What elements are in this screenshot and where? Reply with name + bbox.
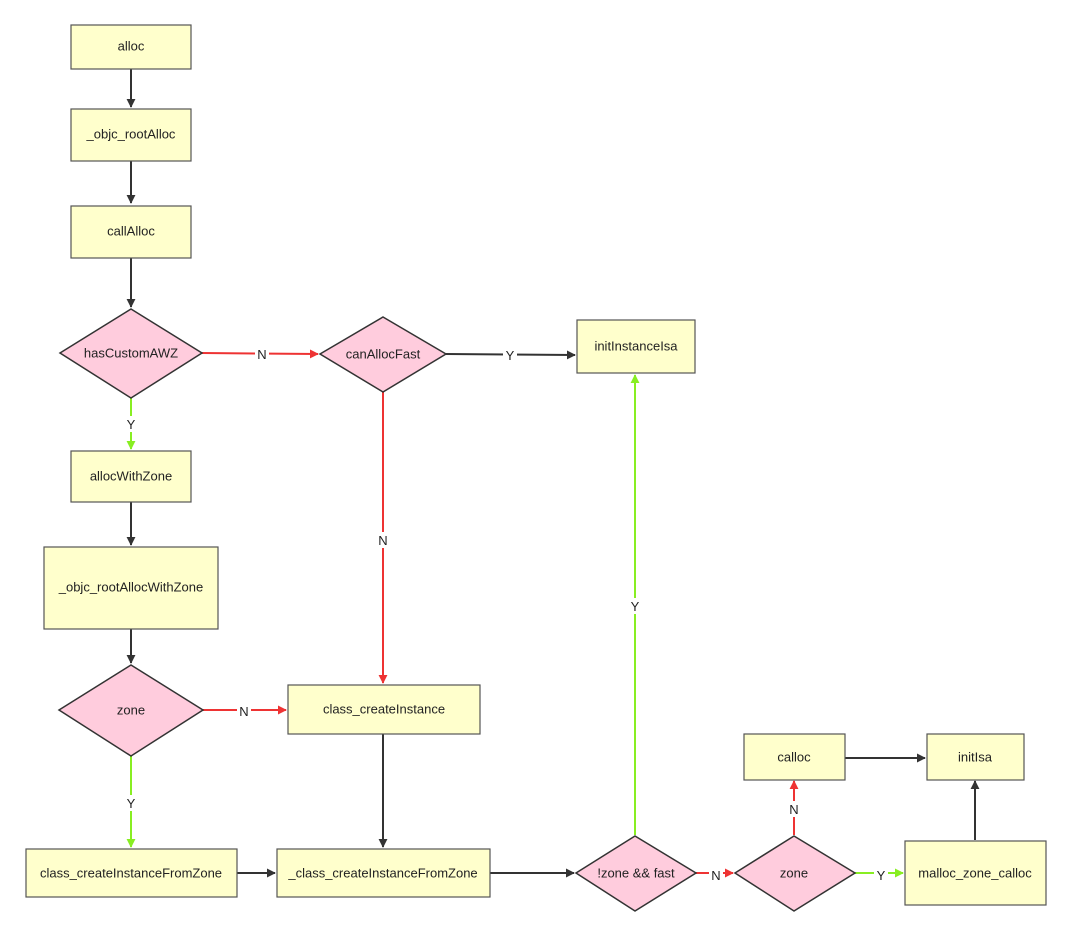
decision-zone-2-label: zone	[780, 865, 808, 880]
edge-label-fast-no: N	[378, 533, 387, 548]
decision-has-custom-awz-label: hasCustomAWZ	[84, 345, 178, 360]
nodes: alloc _objc_rootAlloc callAlloc hasCusto…	[25, 24, 1047, 912]
node-objc-root-alloc-label: _objc_rootAlloc	[86, 126, 176, 141]
node-call-alloc-label: callAlloc	[107, 223, 155, 238]
node-private-class-create-instance-from-zone: _class_createInstanceFromZone	[276, 848, 491, 898]
node-alloc: alloc	[70, 24, 192, 70]
node-objc-root-alloc-with-zone: _objc_rootAllocWithZone	[43, 546, 219, 630]
decision-zone-1: zone	[57, 664, 205, 757]
edge-label-zone1-yes: Y	[127, 796, 136, 811]
edge-label-zone2-yes: Y	[877, 868, 886, 883]
edge-label-awz-no: N	[257, 347, 266, 362]
decision-has-custom-awz: hasCustomAWZ	[58, 308, 204, 399]
node-class-create-instance-from-zone-label: class_createInstanceFromZone	[40, 865, 222, 880]
node-alloc-label: alloc	[118, 38, 145, 53]
node-call-alloc: callAlloc	[70, 205, 192, 259]
node-calloc-label: calloc	[777, 749, 811, 764]
decision-zone-1-label: zone	[117, 702, 145, 717]
node-init-isa: initIsa	[926, 733, 1025, 781]
node-init-instance-isa: initInstanceIsa	[576, 319, 696, 374]
node-class-create-instance-from-zone: class_createInstanceFromZone	[25, 848, 238, 898]
decision-zone-2: zone	[733, 835, 857, 912]
node-objc-root-alloc: _objc_rootAlloc	[70, 108, 192, 162]
edge-label-nzf-no: N	[711, 868, 720, 883]
edges	[126, 69, 980, 878]
edge-label-awz-yes: Y	[127, 417, 136, 432]
node-alloc-with-zone-label: allocWithZone	[90, 468, 172, 483]
decision-not-zone-and-fast-label: !zone && fast	[597, 865, 675, 880]
node-class-create-instance: class_createInstance	[287, 684, 481, 735]
decision-can-alloc-fast-label: canAllocFast	[346, 346, 421, 361]
node-private-class-create-instance-from-zone-label: _class_createInstanceFromZone	[287, 865, 477, 880]
node-class-create-instance-label: class_createInstance	[323, 701, 445, 716]
node-calloc: calloc	[743, 733, 846, 781]
edge-labels: N Y Y N N Y Y N N Y	[124, 346, 888, 883]
edge-label-zone1-no: N	[239, 704, 248, 719]
node-malloc-zone-calloc: malloc_zone_calloc	[904, 840, 1047, 906]
edge-label-nzf-yes: Y	[631, 599, 640, 614]
decision-can-alloc-fast: canAllocFast	[318, 316, 448, 393]
edge-label-fast-yes: Y	[506, 348, 515, 363]
node-init-instance-isa-label: initInstanceIsa	[594, 338, 678, 353]
edge-label-zone2-no: N	[789, 802, 798, 817]
decision-not-zone-and-fast: !zone && fast	[574, 835, 698, 912]
node-objc-root-alloc-with-zone-label: _objc_rootAllocWithZone	[58, 579, 204, 594]
node-malloc-zone-calloc-label: malloc_zone_calloc	[918, 865, 1032, 880]
node-init-isa-label: initIsa	[958, 749, 993, 764]
node-alloc-with-zone: allocWithZone	[70, 450, 192, 503]
